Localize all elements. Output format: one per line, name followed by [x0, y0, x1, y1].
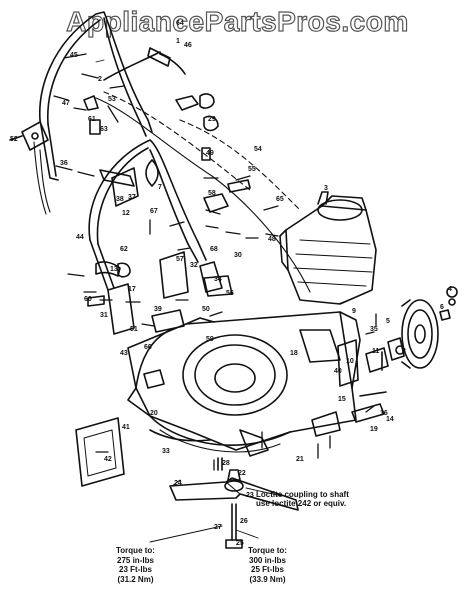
part-label: 62 — [120, 246, 128, 253]
torque-line: 23 Ft-lbs — [119, 565, 152, 574]
part-label: 51 — [130, 326, 138, 333]
part-label: 31 — [100, 312, 108, 319]
part-label: 64 — [176, 20, 184, 27]
part-label: 38 — [116, 196, 124, 203]
part-label: 48 — [268, 236, 276, 243]
handle-knobs — [83, 93, 219, 161]
part-label: 23 — [246, 492, 254, 499]
part-label: 7 — [158, 184, 162, 191]
part-label: 30 — [234, 252, 242, 259]
part-label: 46 — [184, 42, 192, 49]
part-label: 17 — [128, 286, 136, 293]
fasteners — [53, 53, 377, 471]
torque-spec-left: Torque to: 275 in-lbs 23 Ft-lbs (31.2 Nm… — [116, 546, 155, 584]
control-cables — [33, 91, 311, 293]
leader-lines — [95, 59, 355, 543]
torque-line: (31.2 Nm) — [117, 574, 154, 584]
torque-line: 275 in-lbs — [117, 555, 154, 565]
part-label: 36 — [60, 160, 68, 167]
part-label: 6 — [440, 304, 444, 311]
torque-line: (33.9 Nm) — [249, 574, 286, 584]
part-label: 50 — [202, 306, 210, 313]
part-label: 35 — [370, 326, 378, 333]
part-label: 60 — [84, 296, 92, 303]
part-label: 22 — [238, 470, 246, 477]
part-label: 32 — [190, 262, 198, 269]
watermark: AppliancePartsPros.com — [66, 5, 409, 37]
part-label: 45 — [70, 52, 78, 59]
part-label: 43 — [120, 350, 128, 357]
part-label: 11 — [372, 348, 380, 355]
part-label: 66 — [144, 344, 152, 351]
part-label: 42 — [104, 456, 112, 463]
loctite-note-line: use loctite 242 or equiv. — [256, 499, 347, 508]
part-label: 58 — [208, 190, 216, 197]
part-label: 10 — [346, 358, 354, 365]
part-label: 2 — [98, 76, 102, 83]
part-label: 53 — [108, 96, 116, 103]
part-label: 34 — [214, 276, 222, 283]
part-label: 61 — [88, 116, 96, 123]
right-hardware — [337, 337, 405, 423]
engine — [279, 191, 377, 305]
part-label: 44 — [76, 234, 84, 241]
part-label: 40 — [334, 368, 342, 375]
part-label: 3 — [324, 185, 328, 192]
part-label: 37 — [128, 194, 136, 201]
part-label: 13 — [110, 266, 118, 273]
part-label: 18 — [290, 350, 298, 357]
part-label: 26 — [240, 518, 248, 525]
part-label: 1 — [176, 38, 180, 45]
part-label: 21 — [296, 456, 304, 463]
part-label: 28 — [222, 460, 230, 467]
part-label: 55 — [248, 166, 256, 173]
part-label: 29 — [208, 116, 216, 123]
part-label: 49 — [206, 150, 214, 157]
rear-flap — [75, 417, 211, 487]
part-label: 9 — [352, 308, 356, 315]
torque-line: Torque to: — [248, 546, 287, 555]
part-label: 65 — [276, 196, 284, 203]
loctite-note: Loctite coupling to shaft use loctite 24… — [256, 490, 349, 508]
part-label: 19 — [370, 426, 378, 433]
part-label: 57 — [176, 256, 184, 263]
part-label: 8 — [402, 348, 406, 355]
blade — [169, 457, 299, 549]
part-label: 56 — [226, 290, 234, 297]
torque-line: 25 Ft-lbs — [251, 565, 284, 574]
part-label: 20 — [150, 410, 158, 417]
torque-line: 300 in-lbs — [249, 555, 286, 565]
part-label: 33 — [162, 448, 170, 455]
part-label: 67 — [150, 208, 158, 215]
part-label: 63 — [100, 126, 108, 133]
part-label: 15 — [338, 396, 346, 403]
part-label: 59 — [206, 336, 214, 343]
torque-spec-right: Torque to: 300 in-lbs 25 Ft-lbs (33.9 Nm… — [248, 546, 287, 584]
part-label: 5 — [386, 318, 390, 325]
part-label: 54 — [254, 146, 262, 153]
part-label: 27 — [214, 524, 222, 531]
loctite-note-line: Loctite coupling to shaft — [256, 490, 349, 499]
part-label: 14 — [386, 416, 394, 423]
lower-handle — [88, 139, 207, 291]
control-lever — [9, 121, 49, 151]
part-label: 47 — [62, 100, 70, 107]
mower-deck — [127, 311, 361, 457]
part-label: 4 — [448, 286, 452, 293]
part-label: 39 — [154, 306, 162, 313]
brackets — [87, 159, 251, 335]
part-label: 25 — [236, 540, 244, 547]
part-label: 24 — [174, 480, 182, 487]
part-label: 12 — [122, 210, 130, 217]
part-label: 41 — [122, 424, 130, 431]
part-label: 68 — [210, 246, 218, 253]
part-label: 52 — [10, 136, 18, 143]
part-label: 16 — [380, 410, 388, 417]
drive-pulley — [401, 286, 458, 369]
torque-line: Torque to: — [116, 546, 155, 555]
